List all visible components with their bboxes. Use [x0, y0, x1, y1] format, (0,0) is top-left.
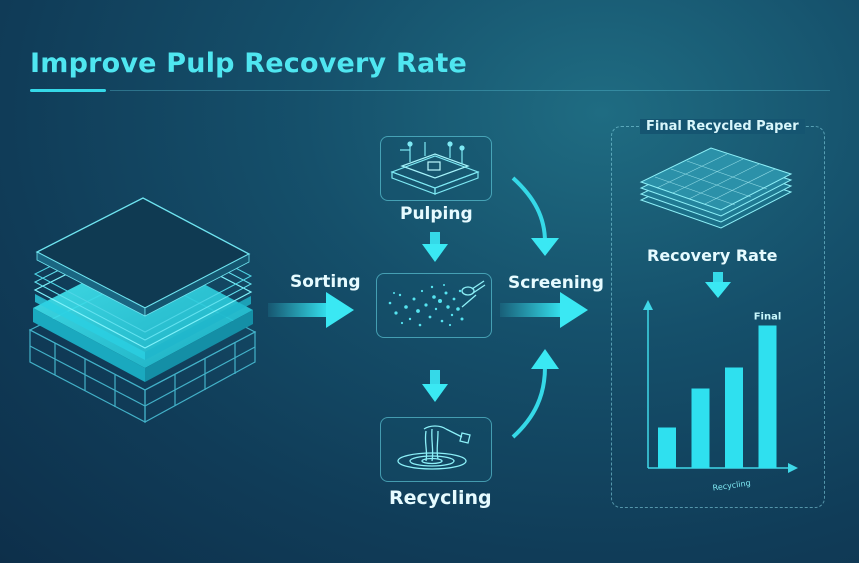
- recycling-down-arrow: [422, 370, 448, 402]
- sorting-arrow: [268, 292, 354, 328]
- recovery-rate-chart: Final Recycling: [643, 300, 798, 493]
- curved-arrow-down: [511, 176, 559, 256]
- circuit-press-icon: [390, 141, 480, 195]
- screening-arrow: [500, 292, 588, 328]
- page-title: Improve Pulp Recovery Rate: [30, 48, 467, 79]
- pulping-label: Pulping: [400, 204, 473, 224]
- chart-bar-1: [658, 427, 676, 468]
- final-bar-annotation: Final: [754, 312, 782, 323]
- pulping-down-arrow: [422, 232, 448, 262]
- final-recycled-paper-title: Final Recycled Paper: [640, 119, 805, 134]
- recovery-down-arrow: [705, 272, 731, 298]
- water-pour-icon: [397, 425, 471, 470]
- recycling-panel: [380, 417, 492, 482]
- pulp-particles-icon: [388, 280, 486, 327]
- chart-bar-4: [758, 325, 777, 468]
- y-axis-arrowhead: [643, 300, 653, 310]
- recovery-rate-label: Recovery Rate: [647, 246, 778, 265]
- curved-arrow-up: [511, 349, 559, 439]
- paper-stack-icon: [28, 197, 257, 424]
- pulping-panel: [380, 136, 492, 201]
- recycling-label: Recycling: [389, 487, 492, 509]
- sorting-label: Sorting: [290, 272, 361, 292]
- title-accent-bar: [30, 89, 106, 92]
- chart-x-label: Recycling: [712, 478, 751, 492]
- chart-bar-2: [691, 388, 710, 468]
- pulp-process-panel: [376, 273, 492, 338]
- chart-bar-3: [725, 367, 743, 468]
- paper-sheets-icon: [639, 147, 793, 229]
- screening-label: Screening: [508, 273, 604, 293]
- x-axis-arrowhead: [788, 463, 798, 473]
- title-divider: [110, 90, 830, 91]
